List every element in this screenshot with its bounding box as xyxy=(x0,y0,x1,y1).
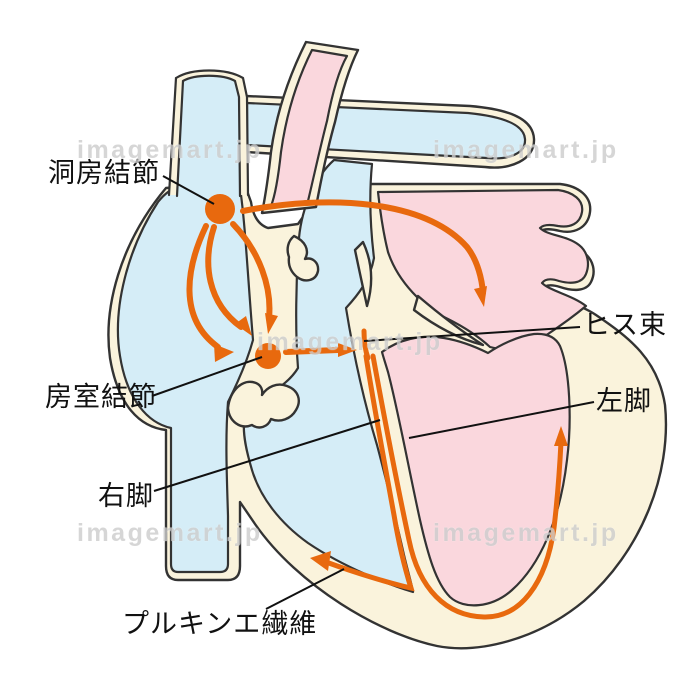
label-sa-node: 洞房結節 xyxy=(48,158,160,188)
purkinje-pointer xyxy=(265,568,345,610)
sa-node-dot xyxy=(205,194,235,224)
watermark-middle: imagemart.jp xyxy=(257,328,443,356)
label-right-bundle: 右脚 xyxy=(98,481,154,511)
sa-node-pointer xyxy=(162,175,215,205)
watermark-bottom-right: imagemart.jp xyxy=(433,519,619,547)
label-lines xyxy=(151,175,595,610)
av-node-pointer xyxy=(151,356,263,397)
watermark-top-left: imagemart.jp xyxy=(77,136,263,164)
av-node-dot xyxy=(255,343,281,369)
label-left-bundle: 左脚 xyxy=(596,386,652,416)
tricuspid-valve xyxy=(226,380,300,429)
internodal-path-right xyxy=(230,221,273,321)
mitral-valve xyxy=(353,240,373,308)
left-bundle-path xyxy=(370,353,564,620)
right-bundle-pointer xyxy=(153,419,381,492)
his-bundle-pointer xyxy=(363,326,581,342)
label-his-bundle: ヒス束 xyxy=(583,310,667,340)
svc-outlines xyxy=(167,69,250,198)
left-bundle-pointer xyxy=(408,401,595,439)
arrowhead xyxy=(474,286,487,307)
right-atrium xyxy=(116,184,255,574)
label-purkinje: プルキンエ繊維 xyxy=(122,609,318,639)
arrowhead xyxy=(265,313,278,334)
arrowhead xyxy=(235,316,252,336)
arrowhead xyxy=(310,551,331,571)
internodal-path-left xyxy=(186,223,221,350)
arrowhead xyxy=(214,344,234,362)
mitral-valve-anterior xyxy=(412,294,485,347)
right-bundle-path xyxy=(323,353,415,592)
watermark-bottom-left: imagemart.jp xyxy=(77,519,263,547)
heart-illustration xyxy=(107,40,668,650)
arrowhead xyxy=(338,343,357,357)
watermark-top-right: imagemart.jp xyxy=(433,136,619,164)
av-to-his-path xyxy=(283,347,341,355)
pulmonary-valve xyxy=(286,234,320,282)
conduction-system xyxy=(186,194,568,620)
internodal-path-middle xyxy=(205,224,244,330)
superior-vena-cava xyxy=(177,75,240,196)
bachmann-path-to-left-atrium xyxy=(240,199,486,296)
label-av-node: 房室結節 xyxy=(45,382,157,412)
arrowhead xyxy=(554,426,568,446)
